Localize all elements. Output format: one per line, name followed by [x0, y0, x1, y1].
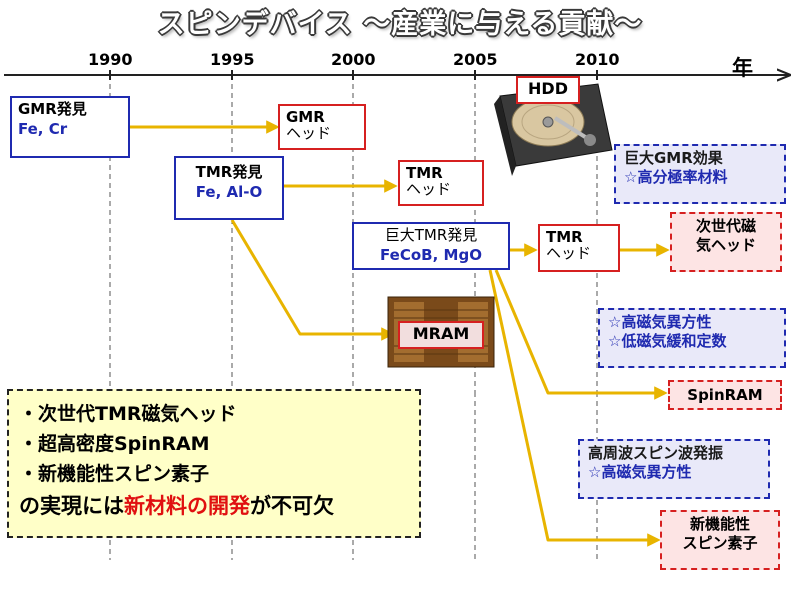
arrow-tmr-to-mram — [230, 219, 395, 341]
outcome-next-gen-head-line2: 気ヘッド — [695, 236, 756, 254]
node-gmr-discovery: GMR発見 Fe, Cr — [10, 96, 130, 158]
hdd-illustration — [494, 83, 613, 176]
summary-item-3: ・新機能性スピン素子 — [19, 463, 210, 485]
requirement-high-frequency-line1: 高周波スピン波発振 — [588, 444, 724, 462]
hdd-arm — [553, 116, 592, 142]
node-giant-tmr-discovery: 巨大TMR発見 FeCoB, MgO — [352, 222, 510, 270]
node-hdd-label: HDD — [528, 79, 568, 98]
connector-arrows — [130, 120, 670, 547]
node-gmr-head-title: GMR — [286, 108, 325, 126]
year-unit-label: 年 — [732, 56, 753, 80]
node-mram-label: MRAM — [412, 324, 470, 343]
summary-conclusion-suffix: が不可欠 — [250, 494, 334, 518]
node-gmr-discovery-title: GMR発見 — [18, 100, 87, 118]
node-gmr-head: GMR ヘッド — [278, 104, 366, 150]
node-gmr-discovery-materials: Fe, Cr — [18, 120, 68, 138]
node-mram: MRAM — [398, 321, 484, 349]
hdd-spindle — [542, 116, 554, 128]
requirement-magnetic-anisotropy-line2: ☆低磁気緩和定数 — [608, 332, 727, 350]
node-tmr-head-2: TMR ヘッド — [538, 224, 620, 272]
year-label-1995: 1995 — [210, 50, 255, 69]
summary-conclusion-prefix: の実現には — [19, 494, 124, 518]
outcome-next-gen-head: 次世代磁 気ヘッド — [670, 212, 782, 272]
node-tmr-head-1-title: TMR — [406, 164, 443, 182]
hdd-case-side — [494, 96, 516, 176]
summary-box: ・次世代TMR磁気ヘッド ・超高密度SpinRAM ・新機能性スピン素子 の実現… — [7, 389, 421, 538]
requirement-magnetic-anisotropy-line1: ☆高磁気異方性 — [608, 313, 712, 331]
node-giant-tmr-discovery-materials: FeCoB, MgO — [380, 246, 482, 264]
summary-conclusion-highlight: 新材料の開発 — [124, 494, 250, 518]
axis-ticks — [109, 70, 598, 80]
node-tmr-discovery-materials: Fe, Al-O — [195, 183, 263, 201]
node-hdd: HDD — [516, 76, 580, 104]
outcome-spinram-label: SpinRAM — [687, 386, 763, 404]
year-label-1990: 1990 — [88, 50, 133, 69]
requirement-giant-gmr-line2: ☆高分極率材料 — [624, 168, 728, 186]
arrow-giant-tmr-to-spinram — [494, 269, 668, 400]
hdd-arm-pivot — [584, 134, 596, 146]
year-label-2005: 2005 — [453, 50, 498, 69]
arrow-giant-tmr-to-spin-device — [488, 269, 661, 547]
node-tmr-head-1-subtitle: ヘッド — [406, 180, 452, 198]
node-tmr-head-1: TMR ヘッド — [398, 160, 484, 206]
outcome-next-gen-head-line1: 次世代磁 — [695, 217, 756, 235]
node-giant-tmr-discovery-title: 巨大TMR発見 — [384, 226, 478, 244]
node-tmr-discovery-title: TMR発見 — [195, 163, 263, 181]
node-tmr-head-2-subtitle: ヘッド — [546, 244, 592, 262]
node-gmr-head-subtitle: ヘッド — [286, 124, 332, 142]
slide-title: スピンデバイス 〜産業に与える貢献〜 — [157, 9, 643, 40]
summary-item-2: ・超高密度SpinRAM — [19, 433, 210, 455]
node-tmr-head-2-title: TMR — [546, 228, 583, 246]
requirement-giant-gmr: 巨大GMR効果 ☆高分極率材料 — [614, 144, 786, 204]
outcome-spinram: SpinRAM — [668, 380, 782, 410]
hdd-platter-ring — [521, 104, 575, 140]
summary-conclusion: の実現には新材料の開発が不可欠 — [19, 491, 409, 521]
node-tmr-discovery: TMR発見 Fe, Al-O — [174, 156, 284, 220]
year-label-2010: 2010 — [575, 50, 620, 69]
requirement-high-frequency: 高周波スピン波発振 ☆高磁気異方性 — [578, 439, 770, 499]
requirement-magnetic-anisotropy: ☆高磁気異方性 ☆低磁気緩和定数 — [598, 308, 786, 368]
outcome-new-spin-device-line2: スピン素子 — [682, 534, 758, 552]
requirement-high-frequency-line2: ☆高磁気異方性 — [588, 463, 692, 481]
summary-item-1: ・次世代TMR磁気ヘッド — [19, 403, 237, 425]
requirement-giant-gmr-line1: 巨大GMR効果 — [624, 149, 723, 167]
outcome-new-spin-device: 新機能性 スピン素子 — [660, 510, 780, 570]
outcome-new-spin-device-line1: 新機能性 — [689, 515, 750, 533]
year-label-2000: 2000 — [331, 50, 376, 69]
